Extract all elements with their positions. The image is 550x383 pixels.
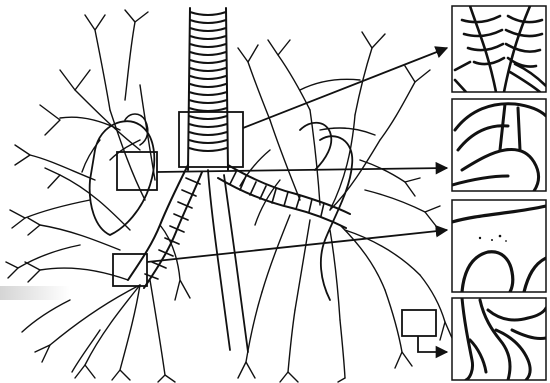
fade-bar — [0, 286, 70, 300]
arrow-4 — [418, 336, 447, 352]
main-bronchi — [128, 165, 350, 352]
zoom-panel-2 — [452, 99, 546, 191]
arrow-1 — [243, 48, 447, 128]
arrow-2 — [157, 168, 447, 172]
zoom-panel-3 — [452, 200, 546, 292]
zoom-panel-1 — [452, 6, 546, 92]
arrow-3 — [147, 230, 447, 262]
left-lung-tree — [6, 10, 190, 382]
zoom-panel-4 — [452, 298, 546, 380]
callout-box-4 — [402, 310, 436, 336]
right-lung-tree — [238, 32, 452, 382]
trachea — [188, 8, 228, 170]
